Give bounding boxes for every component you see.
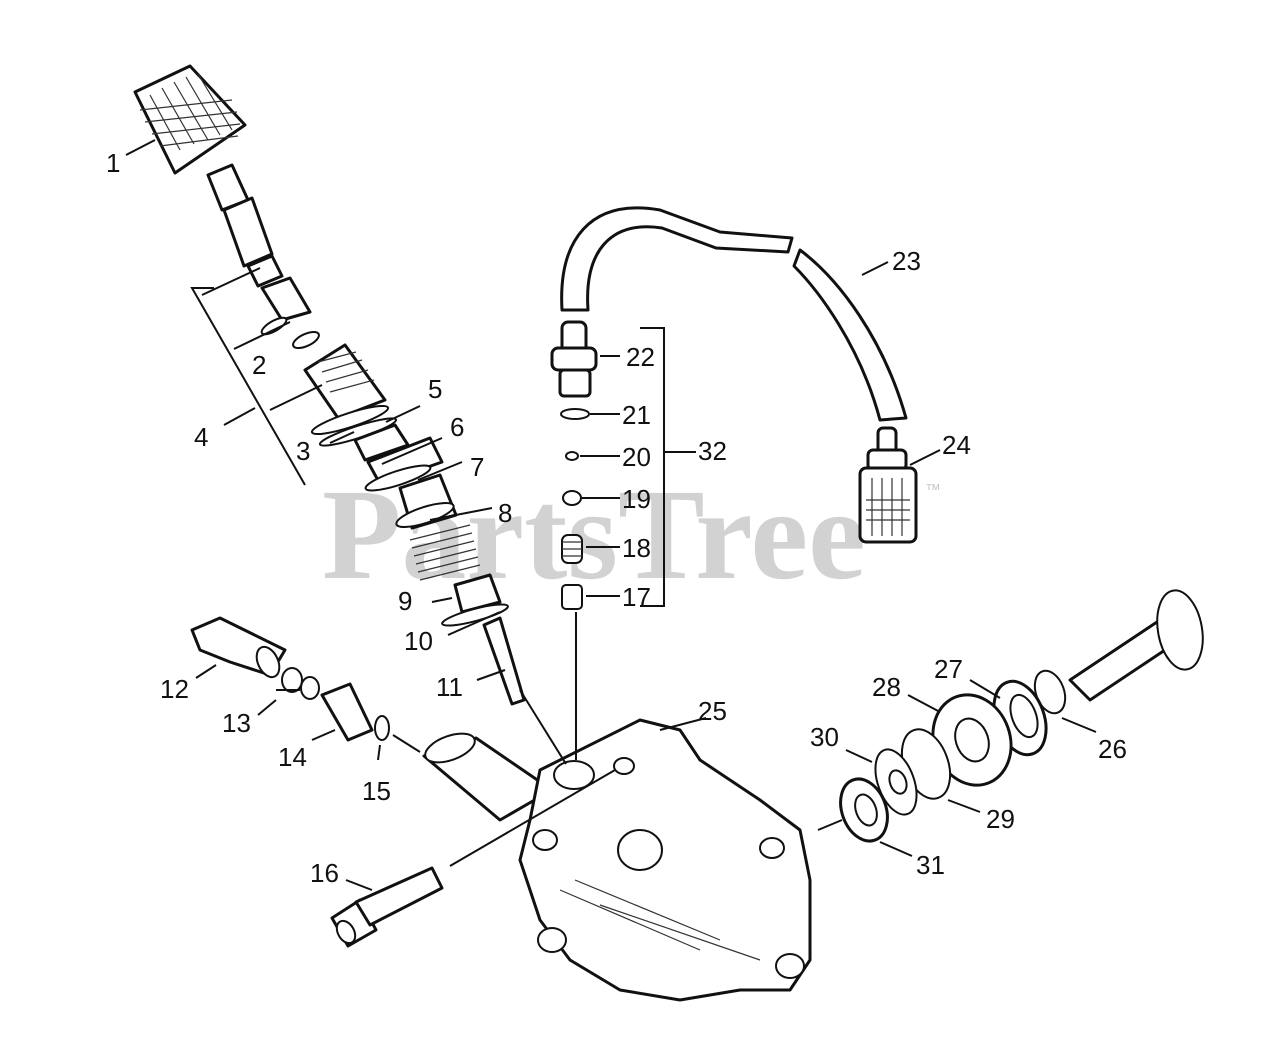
part-15-ring	[374, 715, 390, 741]
callout-30: 30	[810, 722, 839, 752]
part-20-ball	[565, 451, 579, 461]
part-26-piston-rod	[1068, 589, 1204, 702]
part-13-o-rings	[281, 667, 320, 700]
part-17-seat	[561, 584, 583, 610]
callout-3: 3	[296, 436, 310, 466]
part-1-filter-screen	[133, 64, 247, 175]
callout-8: 8	[498, 498, 512, 528]
callout-19: 19	[622, 484, 651, 514]
part-11-pin	[482, 616, 526, 706]
callout-28: 28	[872, 672, 901, 702]
callout-17: 17	[622, 582, 651, 612]
part-16-bolt	[330, 866, 444, 948]
callout-16: 16	[310, 858, 339, 888]
part-4-valve-stack	[206, 163, 509, 627]
callout-7: 7	[470, 452, 484, 482]
part-24-inline-filter	[858, 426, 918, 544]
leader-lines	[125, 139, 1097, 891]
part-18-spring	[561, 534, 583, 564]
callout-15: 15	[362, 776, 391, 806]
callout-23: 23	[892, 246, 921, 276]
callout-labels: 1 2 3 4 5 6 7 8 9 10 11 12 13 14 15 16 1…	[106, 148, 1127, 888]
callout-21: 21	[622, 400, 651, 430]
callout-6: 6	[450, 412, 464, 442]
part-19-ring	[562, 490, 582, 506]
part-14-plug	[320, 682, 374, 742]
callout-20: 20	[622, 442, 651, 472]
part-22-hose-barb	[550, 320, 598, 398]
part-12-outlet-fitting	[190, 616, 287, 679]
part-25-manifold	[422, 718, 812, 1002]
callout-22: 22	[626, 342, 655, 372]
part-28-retainer	[931, 693, 1013, 787]
callout-29: 29	[986, 804, 1015, 834]
callout-11: 11	[436, 672, 463, 702]
callout-18: 18	[622, 533, 651, 563]
part-31-oil-seal	[839, 777, 889, 843]
watermark-trademark: ™	[925, 482, 941, 499]
callout-32: 32	[698, 436, 727, 466]
callout-2: 2	[252, 350, 266, 380]
part-23-hose	[560, 206, 908, 422]
part-21-o-ring	[560, 408, 590, 420]
callout-27: 27	[934, 654, 963, 684]
callout-13: 13	[222, 708, 251, 738]
callout-14: 14	[278, 742, 307, 772]
part-30-washer	[874, 748, 918, 816]
callout-26: 26	[1098, 734, 1127, 764]
callout-1: 1	[106, 148, 120, 178]
callout-10: 10	[404, 626, 433, 656]
callout-24: 24	[942, 430, 971, 460]
callout-5: 5	[428, 374, 442, 404]
callout-25: 25	[698, 696, 727, 726]
callout-12: 12	[160, 674, 189, 704]
callout-31: 31	[916, 850, 945, 880]
callout-4: 4	[194, 422, 208, 452]
callout-9: 9	[398, 586, 412, 616]
